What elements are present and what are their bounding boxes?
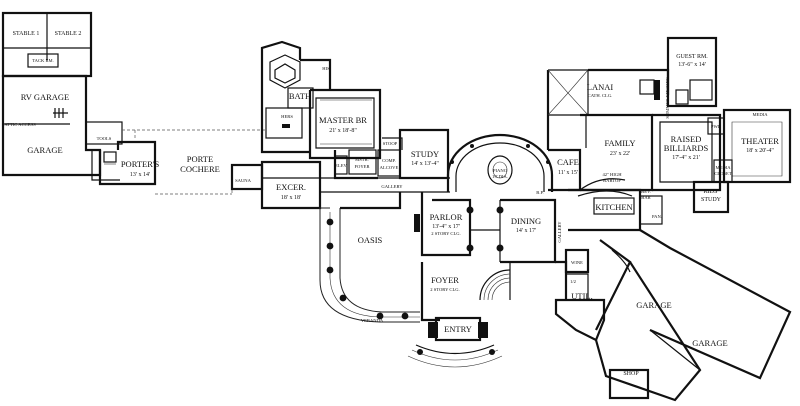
label-excer: EXCER. [276, 182, 306, 192]
label-study: STUDY [411, 149, 439, 159]
label-entry: ENTRY [444, 324, 472, 334]
label-stoop: STOOP [383, 141, 398, 146]
label-porters-size: 13' x 14' [130, 172, 150, 178]
label-tools: TOOLS [97, 136, 112, 141]
label-his: HIS [322, 66, 330, 71]
label-cochere: COCHERE [180, 164, 220, 174]
label-lanai: LANAI [587, 82, 614, 92]
label-mstr-foyer: FOYER [354, 164, 370, 169]
label-billiards-size: 17'-4" x 21' [672, 155, 700, 161]
label-foyer: FOYER [431, 275, 459, 285]
label-half-bath: 1/2 [570, 279, 577, 284]
label-gallery: GALLERY [381, 184, 403, 189]
label-garage-left: GARAGE [27, 145, 62, 155]
label-master-br-size: 21' x 18'-8" [329, 128, 357, 134]
label-kids-study: STUDY [701, 197, 722, 203]
label-theater-size: 18' x 20'-4" [746, 148, 774, 154]
label-lanai-clg: CATH. CLG. [588, 93, 613, 98]
label-alcove: ALCOVE [380, 165, 399, 170]
label-comp: COMP. [382, 158, 396, 163]
label-mstr: MSTR. [355, 157, 369, 162]
label-guest-rm: GUEST RM. [676, 54, 708, 60]
label-wine: WINE [571, 260, 583, 265]
label-pan: PAN. [652, 214, 662, 219]
label-study-size: 14' x 13'-4" [411, 161, 439, 167]
label-master-br: MASTER BR [319, 115, 367, 125]
room-labels: STABLE 1 STABLE 2 TACK RM. RV GARAGE ATT… [4, 31, 779, 377]
label-dining-size: 14' x 17' [516, 228, 536, 234]
left-wing-walls [1, 11, 265, 195]
label-piano: PIANO [493, 168, 508, 173]
core-rooms-walls [407, 192, 557, 368]
label-bartop-2: BARTOP [603, 178, 621, 183]
label-kids: KIDS' [703, 189, 718, 195]
label-tack-rm: TACK RM. [32, 58, 54, 63]
label-util: UTIL. [571, 291, 592, 301]
master-suite-walls [230, 40, 450, 210]
label-media-closet-2: CLOSET [714, 171, 732, 176]
label-rv-garage: RV GARAGE [21, 92, 70, 102]
label-family: FAMILY [604, 138, 635, 148]
label-piano-dia: 19' DIA. [492, 174, 508, 179]
label-shop: SHOP [623, 371, 639, 377]
label-garage-right: GARAGE [692, 338, 727, 348]
label-porte: PORTE [187, 154, 213, 164]
label-stable2: STABLE 2 [55, 31, 82, 37]
label-bath: BATH [289, 91, 311, 101]
label-elev: ELEV [335, 163, 347, 168]
label-gallery-vertical: GALLERY [557, 221, 562, 243]
label-bp: B.P. [536, 190, 543, 195]
label-family-size: 23' x 22' [610, 151, 630, 157]
label-cafe: CAFE [557, 157, 579, 167]
label-guest-rm-size: 13'-6" x 14' [678, 62, 706, 68]
right-wing-walls [546, 36, 792, 232]
label-bev-bar: BAR [641, 195, 651, 200]
label-bev: BEV. [641, 189, 651, 194]
label-parlor-clg: 2 STORY CLG. [431, 231, 460, 236]
label-stable1: STABLE 1 [13, 31, 40, 37]
label-hers: HERS [281, 114, 293, 119]
label-kitchen: KITCHEN [595, 202, 632, 212]
label-veranda: VERANDA [361, 318, 384, 323]
label-oasis: OASIS [358, 235, 383, 245]
label-parlor: PARLOR [430, 212, 463, 222]
label-theater: THEATER [741, 136, 779, 146]
label-garage-mid: GARAGE [636, 300, 671, 310]
label-excer-size: 18' x 18' [281, 195, 301, 201]
label-media-closet-1: MEDIA [715, 165, 731, 170]
label-sauna: SAUNA [235, 178, 252, 183]
piano-rotunda [446, 133, 554, 192]
label-parlor-size: 13'-4" x 17' [432, 224, 460, 230]
oasis-veranda [319, 192, 420, 323]
label-foyer-clg: 2 STORY CLG. [430, 287, 459, 292]
label-cafe-size: 11' x 15' [558, 170, 578, 176]
label-attic: ATTIC ACCESS [4, 122, 36, 127]
label-summer-kitchen: SUMMER KITCHEN [665, 77, 670, 119]
label-media: MEDIA [752, 112, 768, 117]
label-porters: PORTER'S [121, 159, 160, 169]
label-bartop-1: 42" HIGH [602, 172, 622, 177]
label-billiards: BILLIARDS [664, 143, 709, 153]
label-pwd: PWD [711, 124, 722, 129]
service-wing-walls [554, 229, 792, 402]
label-raised: RAISED [671, 134, 702, 144]
label-dining: DINING [511, 216, 541, 226]
